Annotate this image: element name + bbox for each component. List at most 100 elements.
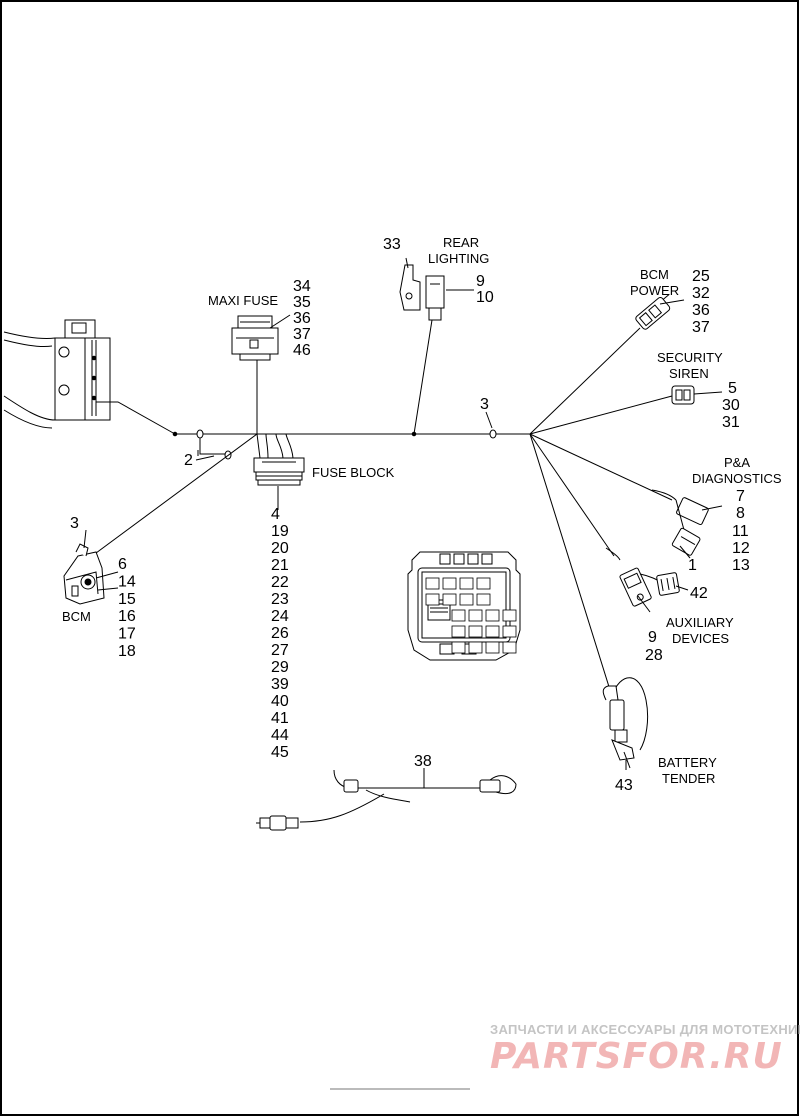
callout-38: 38 bbox=[414, 753, 432, 770]
cavity-19 bbox=[485, 641, 500, 654]
bcm-callout-14: 14 bbox=[118, 573, 136, 590]
fuse-block-callout-29: 29 bbox=[271, 659, 289, 676]
callout-32: 32 bbox=[692, 285, 710, 302]
auxiliary-connectors bbox=[605, 547, 680, 607]
callout-37: 37 bbox=[293, 326, 311, 343]
callout-37-bcm: 37 bbox=[692, 319, 710, 336]
fuse-block-callout-39: 39 bbox=[271, 676, 289, 693]
callout-31: 31 bbox=[722, 414, 740, 431]
cavity-6 bbox=[442, 593, 457, 606]
rear-lighting-label-1: REAR bbox=[443, 235, 479, 250]
extension-harness bbox=[256, 769, 517, 831]
cavity-16 bbox=[502, 625, 517, 638]
callout-36-bcm: 36 bbox=[692, 302, 710, 319]
callout-36: 36 bbox=[293, 310, 311, 327]
callout-9-aux: 9 bbox=[648, 629, 657, 646]
fuse-block-callout-19: 19 bbox=[271, 523, 289, 540]
callout-12: 12 bbox=[732, 540, 750, 557]
cavity-14 bbox=[468, 625, 483, 638]
fuse-block-connector bbox=[253, 457, 305, 486]
fuse-block-callout-20: 20 bbox=[271, 540, 289, 557]
fuse-block-callout-4: 4 bbox=[271, 506, 280, 523]
fuse-block-callout-44: 44 bbox=[271, 727, 289, 744]
callout-2: 2 bbox=[184, 452, 193, 469]
callout-43: 43 bbox=[615, 777, 633, 794]
watermark-logo: PARTSFOR.RU bbox=[490, 1036, 783, 1077]
auxiliary-label-2: DEVICES bbox=[672, 631, 729, 646]
callout-25: 25 bbox=[692, 268, 710, 285]
watermark-tagline: ЗАПЧАСТИ И АКСЕССУАРЫ ДЛЯ МОТОТЕХНИКИ bbox=[490, 1022, 800, 1037]
callout-35: 35 bbox=[293, 294, 311, 311]
bcm-callout-17: 17 bbox=[118, 626, 136, 643]
maxi-fuse-label: MAXI FUSE bbox=[208, 293, 278, 308]
cavity-13 bbox=[451, 625, 466, 638]
auxiliary-label-1: AUXILIARY bbox=[666, 615, 734, 630]
cavity-17 bbox=[451, 641, 466, 654]
maxi-fuse-connector bbox=[231, 315, 279, 361]
callout-7: 7 bbox=[736, 488, 745, 505]
bcm-callout-18: 18 bbox=[118, 643, 136, 660]
fuse-block-callout-40: 40 bbox=[271, 693, 289, 710]
bcm-power-label-1: BCM bbox=[640, 267, 669, 282]
connector-cavities bbox=[425, 577, 517, 654]
cavity-2 bbox=[442, 577, 457, 590]
leader-lines bbox=[83, 257, 723, 788]
callout-9-rear: 9 bbox=[476, 273, 485, 290]
rear-lighting-label-2: LIGHTING bbox=[428, 251, 489, 266]
callout-30: 30 bbox=[722, 397, 740, 414]
battery-label-2: TENDER bbox=[662, 771, 715, 786]
cavity-11 bbox=[485, 609, 500, 622]
security-siren-label-2: SIREN bbox=[669, 366, 709, 381]
cavity-4 bbox=[476, 577, 491, 590]
bcm-callout-6: 6 bbox=[118, 556, 127, 573]
bcm-callout-16: 16 bbox=[118, 608, 136, 625]
rear-lighting-connectors bbox=[399, 264, 445, 321]
fuse-block-callout-21: 21 bbox=[271, 557, 289, 574]
callout-8: 8 bbox=[736, 505, 745, 522]
callout-42: 42 bbox=[690, 585, 708, 602]
cavity-1 bbox=[425, 577, 440, 590]
callout-33: 33 bbox=[383, 236, 401, 253]
fuse-block-callout-23: 23 bbox=[271, 591, 289, 608]
callout-34: 34 bbox=[293, 278, 311, 295]
bcm-module bbox=[63, 543, 105, 605]
pa-diag-label-1: P&A bbox=[724, 455, 750, 470]
callout-46: 46 bbox=[293, 342, 311, 359]
watermark: ЗАПЧАСТИ И АКСЕССУАРЫ ДЛЯ МОТОТЕХНИКИ PA… bbox=[490, 1022, 800, 1077]
callout-13: 13 bbox=[732, 557, 750, 574]
fuse-block-callout-26: 26 bbox=[271, 625, 289, 642]
callout-3-bcm: 3 bbox=[70, 515, 79, 532]
fuse-block-callout-22: 22 bbox=[271, 574, 289, 591]
footer-marks bbox=[330, 1088, 470, 1090]
fuse-block-label: FUSE BLOCK bbox=[312, 465, 395, 480]
cavity-15 bbox=[485, 625, 500, 638]
bcm-callout-15: 15 bbox=[118, 591, 136, 608]
bcm-label: BCM bbox=[62, 609, 91, 624]
cavity-7 bbox=[459, 593, 474, 606]
bcm-power-label-2: POWER bbox=[630, 283, 679, 298]
pa-diagnostics-connectors bbox=[651, 489, 709, 556]
cavity-3 bbox=[459, 577, 474, 590]
bcm-power-connector bbox=[635, 293, 671, 330]
fuse-block-callout-27: 27 bbox=[271, 642, 289, 659]
security-siren-label-1: SECURITY bbox=[657, 350, 723, 365]
callout-5: 5 bbox=[728, 380, 737, 397]
cavity-8 bbox=[476, 593, 491, 606]
callout-11: 11 bbox=[732, 523, 749, 540]
callout-28: 28 bbox=[645, 647, 663, 664]
frame-bracket bbox=[3, 319, 176, 435]
battery-tender-connector bbox=[602, 677, 649, 770]
cavity-12 bbox=[502, 609, 517, 622]
pa-diag-label-2: DIAGNOSTICS bbox=[692, 471, 782, 486]
battery-label-1: BATTERY bbox=[658, 755, 717, 770]
cavity-9 bbox=[451, 609, 466, 622]
fuse-block-callout-45: 45 bbox=[271, 744, 289, 761]
main-harness bbox=[91, 319, 673, 691]
cavity-10 bbox=[468, 609, 483, 622]
cavity-18 bbox=[468, 641, 483, 654]
cavity-20 bbox=[502, 641, 517, 654]
cavity-5 bbox=[425, 593, 440, 606]
